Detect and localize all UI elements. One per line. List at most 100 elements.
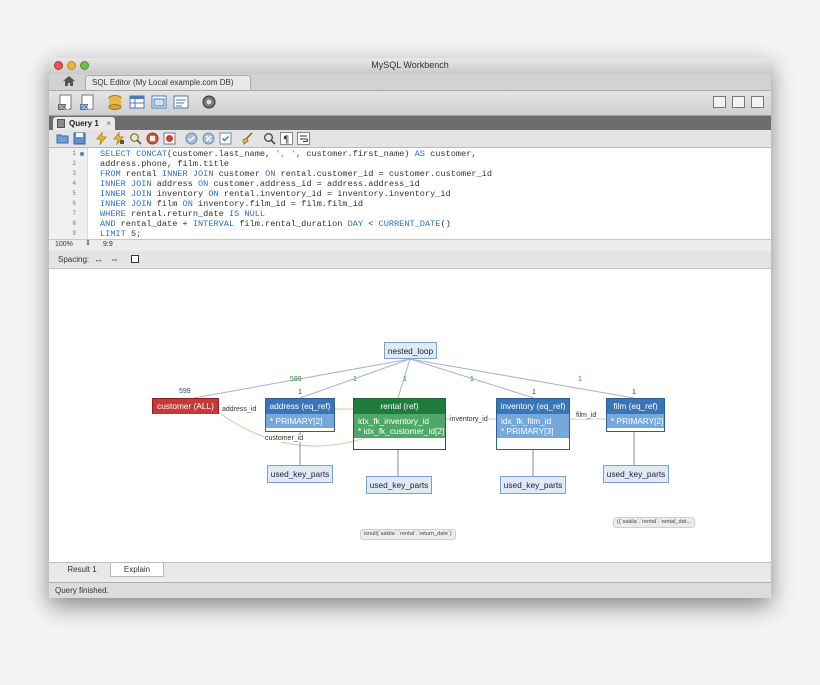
sql-editor-tab[interactable]: SQL Editor (My Local example.com DB) xyxy=(85,75,251,90)
zoom-stepper-icon[interactable]: ⇕ xyxy=(85,240,91,247)
search-icon xyxy=(264,133,276,145)
rollback-button[interactable] xyxy=(202,132,215,145)
minimize-window-button[interactable] xyxy=(67,61,76,70)
row-count-label: 599 xyxy=(290,376,302,383)
rental-node-key: * idx_fk_customer_id[2] xyxy=(358,426,445,436)
code-token: LIMIT xyxy=(100,229,126,239)
used-key-parts-node[interactable]: used_key_parts xyxy=(500,476,566,494)
inventory-node-keys: idx_fk_film_id * PRIMARY[3] xyxy=(497,414,569,438)
used-key-parts-node[interactable]: used_key_parts xyxy=(603,465,669,483)
save-icon xyxy=(73,132,86,145)
used-key-parts-node[interactable]: used_key_parts xyxy=(267,465,333,483)
connection-gear-icon xyxy=(202,95,216,109)
create-schema-button[interactable] xyxy=(107,94,124,111)
invisible-chars-button[interactable]: ¶ xyxy=(280,132,293,146)
create-view-button[interactable] xyxy=(151,94,168,111)
create-table-button[interactable] xyxy=(129,94,146,111)
rental-condition[interactable]: isnull(`sakila`.`rental`.`return_date`) xyxy=(360,529,456,540)
close-window-button[interactable] xyxy=(54,61,63,70)
film-node-key: * PRIMARY[2] xyxy=(607,414,664,428)
code-token: inventory.film_id = film.film_id xyxy=(192,199,364,209)
nested-loop-node[interactable]: nested_loop xyxy=(384,342,437,359)
word-wrap-button[interactable] xyxy=(297,132,310,145)
beautify-button[interactable] xyxy=(241,132,254,145)
rental-node-title: rental (ref) xyxy=(354,399,445,414)
query-1-tab[interactable]: Query 1 × xyxy=(53,117,115,130)
join-label-film-id: film_id xyxy=(576,412,597,419)
autocommit-icon xyxy=(219,132,232,145)
film-node-title: film (eq_ref) xyxy=(607,399,664,414)
code-token: WHERE xyxy=(100,209,126,219)
home-tab[interactable] xyxy=(59,75,79,89)
create-routine-button[interactable] xyxy=(173,94,190,111)
code-text: INNER JOIN inventory ON rental.inventory… xyxy=(100,189,451,199)
execute-current-button[interactable] xyxy=(112,131,125,146)
explain-button[interactable] xyxy=(129,132,142,145)
code-token: < xyxy=(363,219,379,229)
table-icon xyxy=(129,95,145,109)
spacing-decrease-icon[interactable]: ↔ xyxy=(94,254,103,264)
save-image-icon[interactable] xyxy=(131,255,139,263)
address-node[interactable]: address (eq_ref) * PRIMARY[2] xyxy=(265,398,335,432)
magnifier-lightning-icon xyxy=(130,133,142,145)
rental-node[interactable]: rental (ref) idx_fk_inventory_id * idx_f… xyxy=(353,398,446,450)
stop-icon xyxy=(146,132,159,145)
execute-all-button[interactable] xyxy=(95,131,108,146)
film-condition[interactable]: ((`sakila`.`rental`.`rental_dat... xyxy=(613,517,695,528)
commit-check-icon xyxy=(185,132,198,145)
row-count-label: 1 xyxy=(532,389,536,396)
routine-icon xyxy=(173,95,189,109)
tab-explain[interactable]: Explain xyxy=(110,563,164,577)
reconnect-button[interactable] xyxy=(201,94,218,111)
new-sql-tab-button[interactable]: SQL xyxy=(57,94,74,111)
code-token: ON xyxy=(198,179,209,189)
open-sql-file-button[interactable]: SQL xyxy=(79,94,96,111)
tab-result-1[interactable]: Result 1 xyxy=(67,565,97,574)
explain-toolbar: Spacing: ↔ ⇔ xyxy=(49,251,771,269)
code-token: customer.address_id = address.address_id xyxy=(208,179,420,189)
code-token: ON xyxy=(265,169,276,179)
zoom-window-button[interactable] xyxy=(80,61,89,70)
film-node[interactable]: film (eq_ref) * PRIMARY[2] xyxy=(606,398,665,432)
autocommit-button[interactable] xyxy=(219,132,232,145)
find-button[interactable] xyxy=(263,132,276,145)
line-number-gutter xyxy=(49,148,88,239)
code-token: customer xyxy=(213,169,266,179)
toggle-output-button[interactable] xyxy=(732,96,745,108)
close-query-tab-icon[interactable]: × xyxy=(106,119,111,128)
view-icon xyxy=(151,95,167,109)
zoom-select[interactable]: 100% xyxy=(55,241,73,248)
save-script-button[interactable] xyxy=(73,132,86,145)
lightning-cursor-icon xyxy=(112,131,125,146)
line-number: 8 xyxy=(72,220,76,227)
stop-on-error-button[interactable] xyxy=(163,132,176,145)
connection-tab-bar: SQL Editor (My Local example.com DB) xyxy=(49,74,771,91)
code-text: WHERE rental.return_date IS NULL xyxy=(100,209,265,219)
spacing-increase-icon[interactable]: ⇔ xyxy=(110,254,119,264)
rollback-x-icon xyxy=(202,132,215,145)
spacing-label: Spacing: xyxy=(58,255,90,264)
inventory-node[interactable]: inventory (eq_ref) idx_fk_film_id * PRIM… xyxy=(496,398,570,450)
used-key-parts-node[interactable]: used_key_parts xyxy=(366,476,432,494)
code-token: DAY xyxy=(347,219,364,229)
stop-button[interactable] xyxy=(146,132,159,145)
open-script-button[interactable] xyxy=(56,132,69,145)
commit-button[interactable] xyxy=(185,132,198,145)
join-label-customer-id: customer_id xyxy=(265,435,304,442)
toggle-sidebar-button[interactable] xyxy=(713,96,726,108)
title-bar: MySQL Workbench xyxy=(49,58,771,74)
pilcrow-icon: ¶ xyxy=(280,132,293,146)
toggle-secondary-sidebar-button[interactable] xyxy=(751,96,764,108)
customer-node[interactable]: customer (ALL) xyxy=(152,398,219,414)
code-token: AS xyxy=(414,149,425,159)
